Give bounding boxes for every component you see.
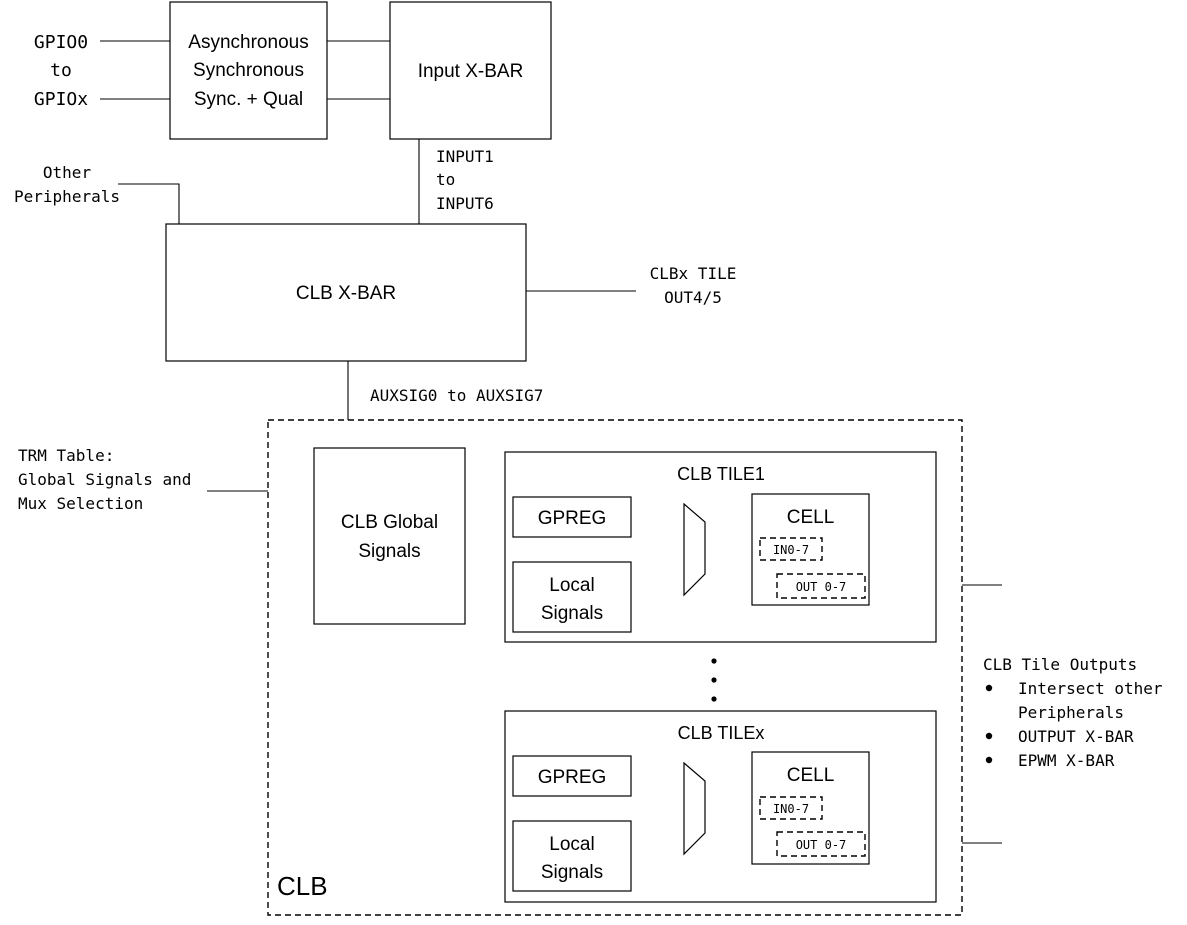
other-peripherals-label: Other Peripherals (14, 163, 120, 206)
clb-xbar-block: CLB X-BAR (165, 223, 527, 362)
trm-table-line3: Mux Selection (18, 494, 143, 513)
tile-outputs-bullet3: EPWM X-BAR (1018, 751, 1115, 770)
gpio-label: GPIO0 to GPIOx (34, 32, 88, 110)
auxsig-label: AUXSIG0 to AUXSIG7 (370, 386, 543, 405)
tile-outputs-bullet1-line1: Intersect other (1018, 679, 1163, 698)
tilex-gpreg-label: GPREG (538, 767, 607, 788)
bullet-icon (985, 732, 993, 740)
tilex-local-line1: Local (549, 834, 594, 855)
clb-tilex: CLB TILEx GPREG Local Signals CELL IN0-7… (504, 710, 937, 903)
tile-outputs-bullet2: OUTPUT X-BAR (1018, 727, 1134, 746)
qual-block: Asynchronous Synchronous Sync. + Qual (169, 1, 328, 140)
gpio-line2: to (50, 60, 72, 81)
clb-container-label: CLB (277, 871, 328, 901)
gpio-line1: GPIO0 (34, 32, 88, 53)
tile-outputs-bullet1-line2: Peripherals (1018, 703, 1124, 722)
input-range-label: INPUT1 to INPUT6 (436, 147, 494, 213)
other-peripherals-line2: Peripherals (14, 187, 120, 206)
tile1-title: CLB TILE1 (677, 464, 765, 484)
tilex-out-label: OUT 0-7 (796, 838, 847, 852)
input-range-line2: to (436, 170, 455, 189)
tilex-gpreg: GPREG (512, 755, 632, 797)
clbx-tile-out-label: CLBx TILE OUT4/5 (650, 264, 737, 307)
tilex-mux-icon (683, 761, 706, 856)
trm-table-label: TRM Table: Global Signals and Mux Select… (18, 446, 191, 513)
trm-table-line2: Global Signals and (18, 470, 191, 489)
tile-outputs-list: CLB Tile Outputs Intersect other Periphe… (983, 655, 1163, 770)
trm-table-line1: TRM Table: (18, 446, 114, 465)
clb-xbar-label: CLB X-BAR (296, 283, 396, 304)
qual-line3: Sync. + Qual (194, 89, 303, 110)
tilex-local-signals: Local Signals (512, 820, 632, 892)
tile1-local-line1: Local (549, 575, 594, 596)
clb-global-line1: CLB Global (341, 512, 438, 533)
tile-outputs-title: CLB Tile Outputs (983, 655, 1137, 674)
tilex-local-line2: Signals (541, 862, 603, 883)
clb-global-line2: Signals (358, 541, 420, 562)
tilex-in-label: IN0-7 (773, 802, 809, 816)
input-range-line1: INPUT1 (436, 147, 494, 166)
tile1-mux-icon (683, 502, 706, 597)
qual-line1: Asynchronous (188, 32, 308, 53)
tile1-local-signals: Local Signals (512, 561, 632, 633)
other-peripherals-line1: Other (43, 163, 92, 182)
tilex-cell-label: CELL (787, 765, 835, 786)
tile1-gpreg-label: GPREG (538, 508, 607, 529)
bullet-icon (985, 756, 993, 764)
gpio-line3: GPIOx (34, 89, 88, 110)
input-range-line3: INPUT6 (436, 194, 494, 213)
more-tiles-ellipsis (711, 658, 717, 702)
tile1-out-label: OUT 0-7 (796, 580, 847, 594)
input-xbar-label: Input X-BAR (418, 61, 524, 82)
tile1-gpreg: GPREG (512, 496, 632, 538)
qual-line2: Synchronous (193, 60, 304, 81)
bullet-icon (985, 684, 993, 692)
tilex-cell: CELL IN0-7 OUT 0-7 (751, 751, 870, 865)
input-xbar-block: Input X-BAR (389, 1, 552, 140)
tile1-cell-label: CELL (787, 507, 835, 528)
tile1-in-label: IN0-7 (773, 543, 809, 557)
clbx-tile-out-line2: OUT4/5 (664, 288, 722, 307)
tile1-local-line2: Signals (541, 603, 603, 624)
tile1-cell: CELL IN0-7 OUT 0-7 (751, 493, 870, 606)
clb-global-signals-block: CLB Global Signals (313, 447, 466, 625)
clbx-tile-out-line1: CLBx TILE (650, 264, 737, 283)
tilex-title: CLB TILEx (678, 723, 765, 743)
clb-tile1: CLB TILE1 GPREG Local Signals CELL IN0-7… (504, 451, 937, 643)
